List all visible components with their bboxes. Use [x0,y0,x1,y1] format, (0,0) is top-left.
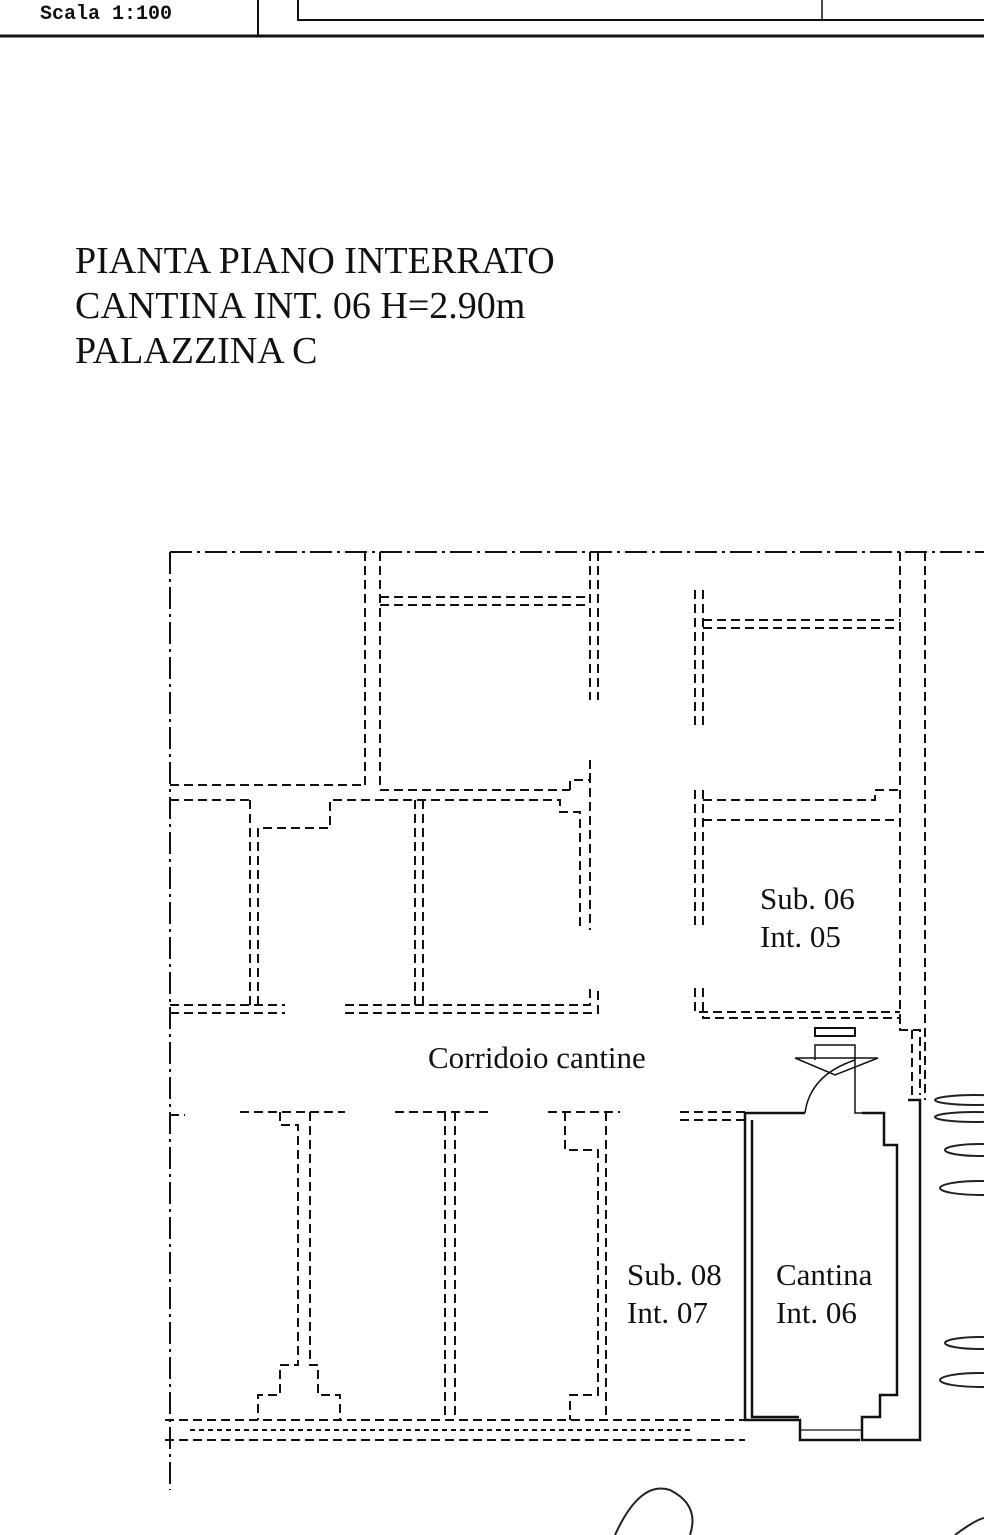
room-label-sub08: Sub. 08 Int. 07 [627,1256,722,1332]
room-label-cantina: Cantina Int. 06 [776,1256,872,1332]
cantina-walls [743,1027,922,1442]
room-label-corridor: Corridoio cantine [428,1040,646,1075]
outer-boundary [169,551,984,1490]
room-label-sub06: Sub. 06 Int. 05 [760,880,855,956]
title-line-2: CANTINA INT. 06 H=2.90m [75,285,526,327]
room-sub06-line2: Int. 05 [760,919,841,954]
room-cantina-line1: Cantina [776,1257,873,1292]
title-line-3: PALAZZINA C [75,330,318,372]
scale-label: Scala 1:100 [40,3,173,26]
title-line-1: PIANTA PIANO INTERRATO [75,240,555,282]
exterior-sketch-marks [614,1094,984,1535]
title-block-frame [0,0,984,38]
room-cantina-line2: Int. 06 [776,1295,857,1330]
room-sub08-line1: Sub. 08 [627,1257,722,1292]
dashed-walls [165,552,926,1441]
room-sub06-line1: Sub. 06 [760,881,855,916]
room-sub08-line2: Int. 07 [627,1295,708,1330]
